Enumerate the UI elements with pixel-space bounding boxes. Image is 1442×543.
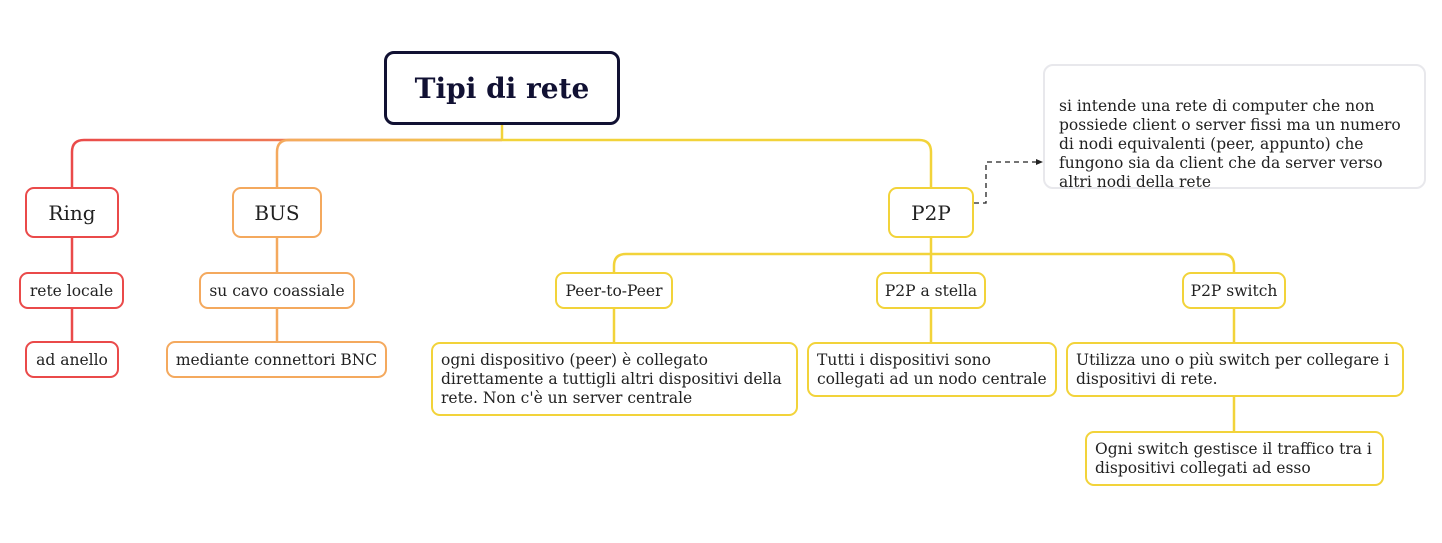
ad-anello-label: ad anello bbox=[36, 350, 108, 369]
cavo-coassiale-label: su cavo coassiale bbox=[209, 281, 345, 300]
note-arrowhead bbox=[1036, 159, 1043, 165]
p2p-note[interactable]: si intende una rete di computer che non … bbox=[1043, 64, 1426, 191]
p2p-switch-detail-text: Ogni switch gestisce il traffico tra i d… bbox=[1095, 439, 1372, 477]
p2p-note-text: si intende una rete di computer che non … bbox=[1059, 97, 1401, 191]
peer-to-peer-description-text: ogni dispositivo (peer) è collegato dire… bbox=[441, 350, 782, 407]
peer-to-peer-node[interactable]: Peer-to-Peer bbox=[555, 272, 673, 309]
edge-p2p-note bbox=[974, 161, 1036, 204]
edge-root-p2p bbox=[502, 138, 933, 187]
peer-to-peer-description[interactable]: ogni dispositivo (peer) è collegato dire… bbox=[431, 342, 798, 416]
p2p-node[interactable]: P2P bbox=[888, 187, 974, 238]
p2p-switch-description-text: Utilizza uno o più switch per collegare … bbox=[1076, 350, 1390, 388]
connettori-bnc-node[interactable]: mediante connettori BNC bbox=[166, 341, 387, 378]
p2p-switch-description[interactable]: Utilizza uno o più switch per collegare … bbox=[1066, 342, 1404, 397]
bus-node[interactable]: BUS bbox=[232, 187, 322, 238]
rete-locale-node[interactable]: rete locale bbox=[19, 272, 124, 309]
root-title: Tipi di rete bbox=[414, 71, 590, 105]
ring-node[interactable]: Ring bbox=[25, 187, 119, 238]
p2p-stella-label: P2P a stella bbox=[884, 281, 978, 300]
p2p-stella-node[interactable]: P2P a stella bbox=[876, 272, 986, 309]
edge-p2p-peer-to-peer bbox=[612, 252, 931, 272]
edge-root-ring bbox=[70, 138, 502, 187]
edge-p2p-switch bbox=[931, 252, 1236, 272]
p2p-switch-detail[interactable]: Ogni switch gestisce il traffico tra i d… bbox=[1085, 431, 1384, 486]
p2p-stella-description-text: Tutti i dispositivi sono collegati ad un… bbox=[817, 350, 1047, 388]
rete-locale-label: rete locale bbox=[29, 281, 114, 300]
ad-anello-node[interactable]: ad anello bbox=[25, 341, 119, 378]
root-node[interactable]: Tipi di rete bbox=[384, 51, 620, 125]
ring-label: Ring bbox=[48, 200, 96, 225]
bus-label: BUS bbox=[254, 200, 300, 225]
peer-to-peer-label: Peer-to-Peer bbox=[565, 281, 663, 300]
p2p-stella-description[interactable]: Tutti i dispositivi sono collegati ad un… bbox=[807, 342, 1057, 397]
cavo-coassiale-node[interactable]: su cavo coassiale bbox=[199, 272, 355, 309]
p2p-switch-label: P2P switch bbox=[1190, 281, 1278, 300]
edge-root-bus bbox=[275, 138, 502, 187]
connettori-bnc-label: mediante connettori BNC bbox=[175, 350, 378, 369]
p2p-switch-node[interactable]: P2P switch bbox=[1182, 272, 1286, 309]
p2p-label: P2P bbox=[911, 200, 951, 225]
